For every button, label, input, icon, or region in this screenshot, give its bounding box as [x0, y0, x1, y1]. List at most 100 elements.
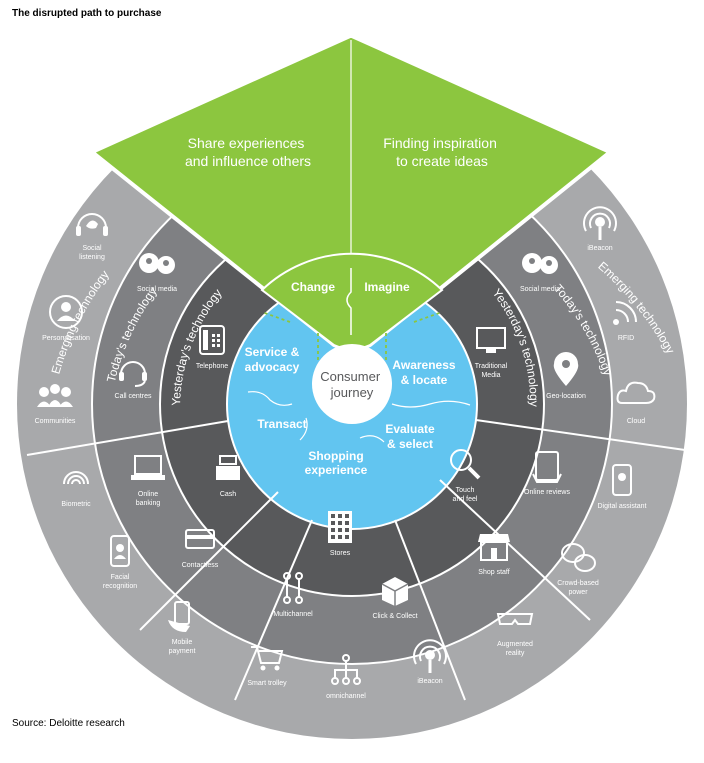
tech-item-8: Cloud: [616, 381, 656, 425]
tech-item-29: iBeacon: [413, 639, 447, 685]
tech-item-label-16-1: recognition: [103, 583, 137, 590]
tech-item-26: Click & Collect: [372, 577, 418, 620]
phone-face-icon: [110, 535, 130, 567]
magnifier-icon: [450, 449, 481, 480]
tech-item-19: Online reviews: [524, 451, 570, 496]
tech-item-label-16-0: Facial: [111, 574, 130, 581]
phase-awareness-locate: Awareness& locate: [392, 358, 455, 387]
building-icon: [328, 511, 352, 543]
tech-item-label-20-0: Digital assistant: [597, 503, 646, 510]
change-imagine-zone: [260, 252, 444, 354]
tech-item-17: Mobile payment: [168, 601, 196, 655]
tech-item-3: Social media: [137, 253, 177, 293]
change-label: Change: [291, 280, 335, 294]
tech-item-label-23-0: Augmented: [497, 641, 533, 648]
telephone-icon: [199, 325, 225, 355]
tech-item-label-22-0: Crowd-based: [557, 580, 599, 587]
tech-item-label-17-0: Mobile: [172, 639, 193, 646]
tech-item-label-8-0: Cloud: [627, 418, 645, 425]
tech-item-label-6-0: iBeacon: [587, 245, 612, 252]
dotted-connectors: [261, 305, 443, 360]
tech-item-25: Multichannel: [273, 572, 313, 618]
source-note: Source: Deloitte research: [12, 718, 125, 729]
sector-dividers: [26, 419, 686, 701]
tech-item-23: Augmented reality: [496, 613, 534, 657]
tech-item-label-0-1: listening: [79, 254, 105, 261]
phase-labels: Service &advocacy Awareness& locate Tran…: [245, 345, 456, 477]
location-pin-icon: [553, 352, 579, 386]
tech-item-label-1-0: Personalisation: [42, 335, 90, 342]
tech-item-label-29-0: iBeacon: [417, 678, 442, 685]
tech-item-15: Biometric: [61, 471, 91, 508]
ibeacon-icon: [583, 206, 617, 240]
tech-item-13: Cash: [216, 455, 240, 498]
tech-item-6: iBeacon: [583, 206, 617, 252]
left-panel-text: Share experiences and influence others: [185, 135, 311, 169]
tech-item-label-14-0: Contactless: [182, 562, 219, 569]
rfid-wave-icon: [613, 301, 637, 325]
tech-item-label-9-0: Social media: [520, 286, 560, 293]
ar-glasses-icon: [496, 613, 534, 625]
speech-bubbles-icon: [561, 543, 596, 572]
tech-item-5: Telephone: [196, 325, 228, 370]
tech-item-label-2-0: Communities: [35, 418, 76, 425]
cash-register-icon: [216, 455, 240, 480]
tech-item-12: Online banking: [131, 455, 165, 507]
page-title: The disrupted path to purchase: [12, 8, 162, 19]
tech-item-label-23-1: reality: [506, 650, 525, 657]
shop-icon: [478, 534, 510, 561]
phone-assistant-icon: [612, 464, 632, 496]
tech-item-2: Communities: [35, 384, 76, 425]
card-icon: [185, 529, 215, 549]
fingerprint-icon: [63, 471, 89, 485]
tech-item-label-12-1: banking: [136, 500, 161, 507]
trolley-icon: [251, 646, 284, 671]
headphones-bird-icon: [76, 213, 108, 236]
tech-item-label-12-0: Online: [138, 491, 158, 498]
tech-item-label-24-0: Stores: [330, 550, 351, 557]
right-panel-text: Finding inspiration to create ideas: [383, 135, 501, 169]
tech-item-label-0-0: Social: [82, 245, 102, 252]
tech-item-label-15-0: Biometric: [61, 501, 91, 508]
phase-dividers: [247, 391, 471, 443]
tech-item-16: Facial recognition: [103, 535, 137, 590]
tech-item-label-19-0: Online reviews: [524, 489, 570, 496]
tech-item-28: omnichannel: [326, 654, 366, 700]
technology-items: Social listeningPersonalisationCommunitie…: [35, 206, 656, 700]
tech-item-label-25-0: Multichannel: [273, 611, 313, 618]
laptop-icon: [131, 455, 165, 480]
tech-item-27: Smart trolley: [247, 646, 287, 687]
zone-divider: [346, 268, 352, 335]
tech-item-4: Call centres: [115, 361, 152, 400]
tech-item-22: Crowd-based power: [557, 543, 599, 596]
tech-item-24: Stores: [328, 511, 352, 557]
omnichannel-icon: [331, 654, 361, 685]
tech-item-1: Personalisation: [42, 295, 90, 342]
tech-item-label-26-0: Click & Collect: [372, 613, 417, 620]
tech-item-0: Social listening: [76, 213, 108, 261]
tech-item-label-21-0: Shop staff: [478, 569, 509, 576]
tech-item-14: Contactless: [182, 529, 219, 569]
tech-item-label-17-1: payment: [169, 648, 196, 655]
tech-item-7: RFID: [613, 301, 637, 342]
people-group-icon: [37, 384, 73, 407]
ibeacon-icon: [413, 639, 447, 673]
tech-item-9: Social media: [520, 253, 560, 293]
tech-item-label-11-1: Media: [481, 372, 500, 379]
tech-item-label-10-0: Geo-location: [546, 393, 586, 400]
tech-item-label-22-1: power: [568, 589, 588, 596]
tech-item-label-7-0: RFID: [618, 335, 634, 342]
tech-item-21: Shop staff: [478, 534, 510, 576]
cloud-icon: [616, 381, 656, 404]
tech-item-label-5-0: Telephone: [196, 363, 228, 370]
tv-monitor-icon: [476, 327, 506, 353]
headset-icon: [119, 361, 147, 387]
imagine-label: Imagine: [364, 280, 410, 294]
phase-evaluate-select: Evaluate& select: [385, 422, 435, 451]
tech-item-label-27-0: Smart trolley: [247, 680, 287, 687]
tech-item-label-13-0: Cash: [220, 491, 236, 498]
